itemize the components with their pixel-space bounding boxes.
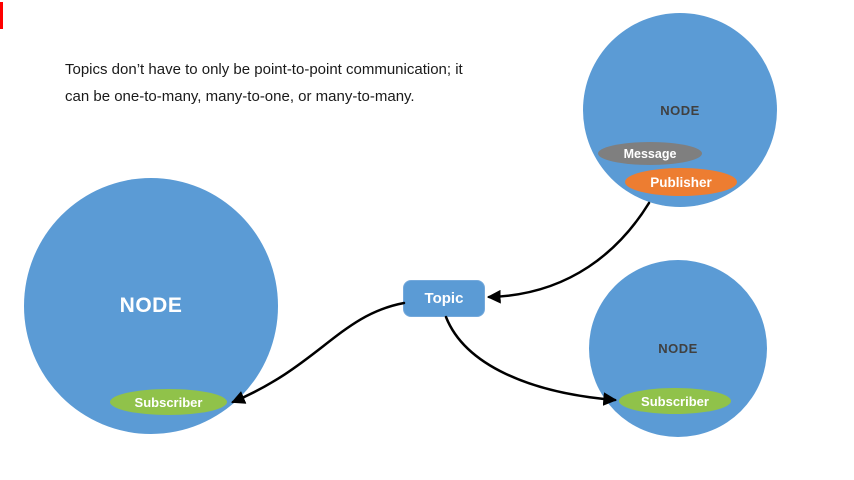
topic-box: Topic — [403, 280, 485, 317]
publisher-badge: Publisher — [625, 168, 737, 196]
caption-line-2: can be one-to-many, many-to-one, or many… — [65, 88, 415, 105]
message-badge: Message — [598, 142, 702, 165]
node-top-right-label: NODE — [660, 102, 700, 118]
red-marker — [0, 2, 3, 29]
subscriber-badge-right: Subscriber — [619, 388, 731, 414]
node-left-label: NODE — [119, 294, 183, 317]
subscriber-badge-left: Subscriber — [110, 389, 227, 415]
node-bottom-right-label: NODE — [658, 341, 698, 356]
caption: Topics don’t have to only be point-to-po… — [65, 56, 495, 110]
caption-line-1: Topics don’t have to only be point-to-po… — [65, 61, 463, 78]
